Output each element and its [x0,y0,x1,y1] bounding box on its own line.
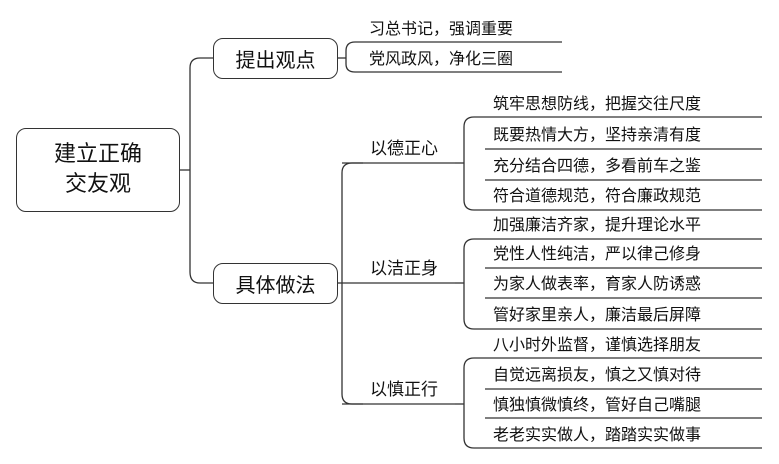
group-label-virtue: 以德正心 [370,139,438,159]
leaf-text: 充分结合四德，多看前车之鉴 [493,156,702,175]
node-practice-label: 具体做法 [235,273,316,297]
leaf-text: 加强廉洁齐家，提升理论水平 [493,215,702,234]
group-label-prudence: 以慎正行 [370,380,438,400]
root-label: 建立正确 交友观 [53,142,142,197]
leaf-text: 党风政风，净化三圈 [369,49,514,68]
group-label-integrity: 以洁正身 [370,259,438,279]
leaf-text: 自觉远离损友，慎之又慎对待 [493,365,702,384]
leaf-text: 习总书记，强调重要 [369,19,514,38]
leaf-text: 慎独慎微慎终，管好自己嘴腿 [493,395,702,414]
leaf-text: 符合道德规范，符合廉政规范 [493,186,702,205]
leaf-text: 老老实实做人，踏踏实实做事 [493,425,702,444]
node-proposal-label: 提出观点 [235,48,316,72]
leaf-text: 党性人性纯洁，严以律己修身 [493,244,702,263]
root-node[interactable]: 建立正确 交友观 [16,128,180,212]
leaf-text: 筑牢思想防线，把握交往尺度 [493,94,702,113]
leaf-text: 管好家里亲人，廉洁最后屏障 [493,305,702,324]
node-practice[interactable]: 具体做法 [213,263,338,304]
leaf-text: 为家人做表率，育家人防诱惑 [493,274,702,293]
leaf-text: 八小时外监督，谨慎选择朋友 [493,335,702,354]
leaf-text: 既要热情大方，坚持亲清有度 [493,125,702,144]
node-proposal[interactable]: 提出观点 [213,38,338,79]
